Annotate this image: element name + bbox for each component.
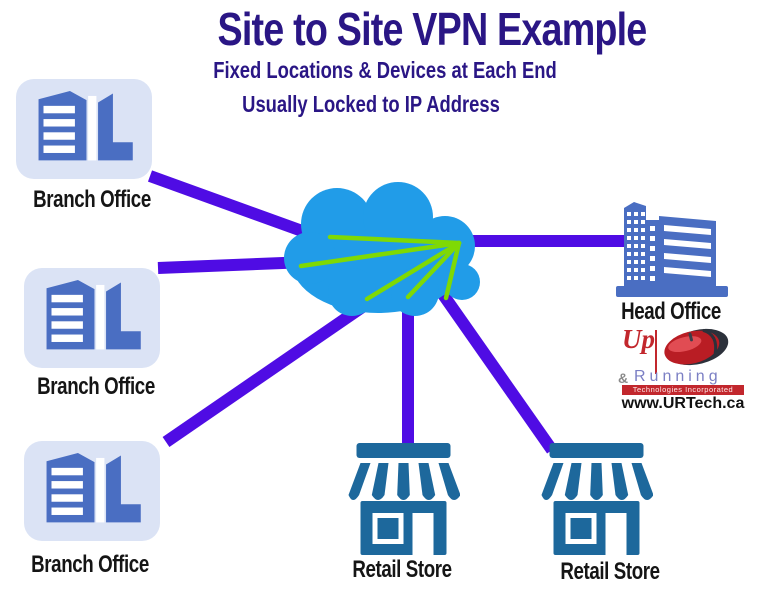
logo-divider xyxy=(655,330,657,374)
logo-tagline: Technologies Incorporated xyxy=(622,385,744,395)
branch-office-3-label: Branch Office xyxy=(31,551,149,578)
stripe-windows xyxy=(664,225,711,277)
logo-website: www.URTech.ca xyxy=(621,395,745,412)
retail-store-icon xyxy=(541,443,653,555)
office-building-icon xyxy=(46,279,141,350)
office-building-icon xyxy=(46,452,141,523)
head-office-label: Head Office xyxy=(621,298,721,325)
tunnel-line-branch3 xyxy=(364,240,462,302)
vpn-link-branch3 xyxy=(162,294,378,447)
subtitle-line2: Usually Locked to IP Address xyxy=(242,91,500,117)
page-title: Site to Site VPN Example xyxy=(217,3,648,55)
head-office-building-icon xyxy=(616,202,728,297)
store-window xyxy=(570,518,592,539)
branch-office-3-tile xyxy=(24,441,160,541)
branch-office-2-tile xyxy=(24,268,160,368)
mid-windows xyxy=(650,226,655,281)
subtitle-line1: Fixed Locations & Devices at Each End xyxy=(213,57,557,83)
branch-office-2-label: Branch Office xyxy=(37,373,155,400)
urtech-logo: Up & Running Technologies Incorporated w… xyxy=(616,324,752,412)
store-window xyxy=(377,518,399,539)
vpn-link-retail2 xyxy=(437,289,557,454)
tunnel-line-retail2 xyxy=(443,240,462,301)
logo-running-text: Running xyxy=(634,368,722,385)
logo-up-text: Up xyxy=(622,324,655,354)
tower-windows xyxy=(627,212,645,280)
branch-office-1-label: Branch Office xyxy=(33,186,151,213)
office-building-icon xyxy=(38,90,133,161)
tunnel-line-retail1 xyxy=(405,240,462,300)
computer-mouse-image xyxy=(664,328,729,366)
retail-store-2-label: Retail Store xyxy=(560,558,660,585)
tunnel-line-branch1 xyxy=(327,234,462,246)
logo-ampersand: & xyxy=(618,370,629,386)
retail-store-icon xyxy=(348,443,460,555)
tunnel-line-branch2 xyxy=(298,240,462,269)
branch-office-1-tile xyxy=(16,79,152,179)
retail-store-1-label: Retail Store xyxy=(352,556,452,583)
